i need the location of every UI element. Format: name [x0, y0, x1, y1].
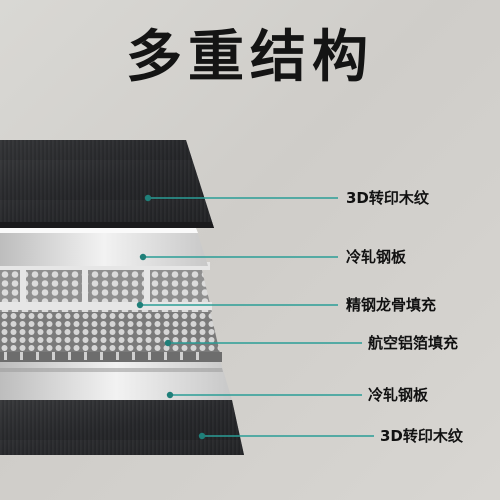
keel-layer: [0, 262, 212, 312]
label-aluminum-honeycomb: 航空铝箔填充: [368, 334, 459, 352]
page-title: 多重结构: [126, 25, 374, 90]
label-3d-wood-top: 3D转印木纹: [346, 189, 429, 207]
leader-lines: [140, 197, 374, 437]
label-cold-rolled-bottom: 冷轧钢板: [368, 386, 429, 404]
honeycomb-teeth: [4, 352, 199, 360]
label-cold-rolled-top: 冷轧钢板: [346, 248, 407, 266]
label-3d-wood-bottom: 3D转印木纹: [380, 427, 463, 445]
top-steel-layer: [0, 228, 208, 266]
leader-dots: [136, 194, 206, 440]
honeycomb-layer: [0, 310, 222, 362]
bottom-steel-layer: [0, 360, 232, 400]
label-steel-keel: 精钢龙骨填充: [346, 296, 437, 314]
